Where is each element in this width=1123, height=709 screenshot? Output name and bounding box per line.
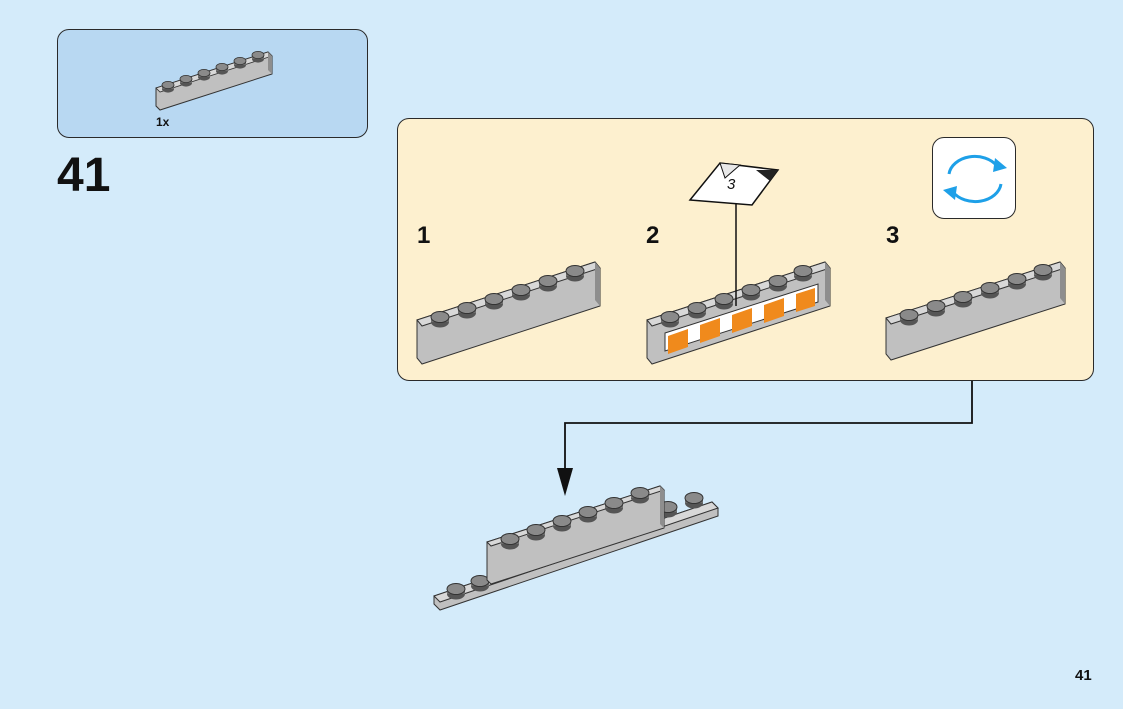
step-number: 41 [57,149,111,202]
rotate-model-icon [943,154,1007,204]
warning-stripe-sticker [664,283,819,354]
sub-step-1-label: 1 [417,222,431,249]
parts-list-box: 1x [57,29,368,138]
brick-1x6-part-icon [155,51,273,111]
sub-step-3-label: 3 [886,222,900,249]
part-quantity: 1x [156,115,170,129]
sticker-number: 3 [727,176,736,193]
page-number: 41 [1075,667,1092,684]
sub-step-2-label: 2 [646,222,660,249]
rotate-model-icon-box [932,137,1016,219]
